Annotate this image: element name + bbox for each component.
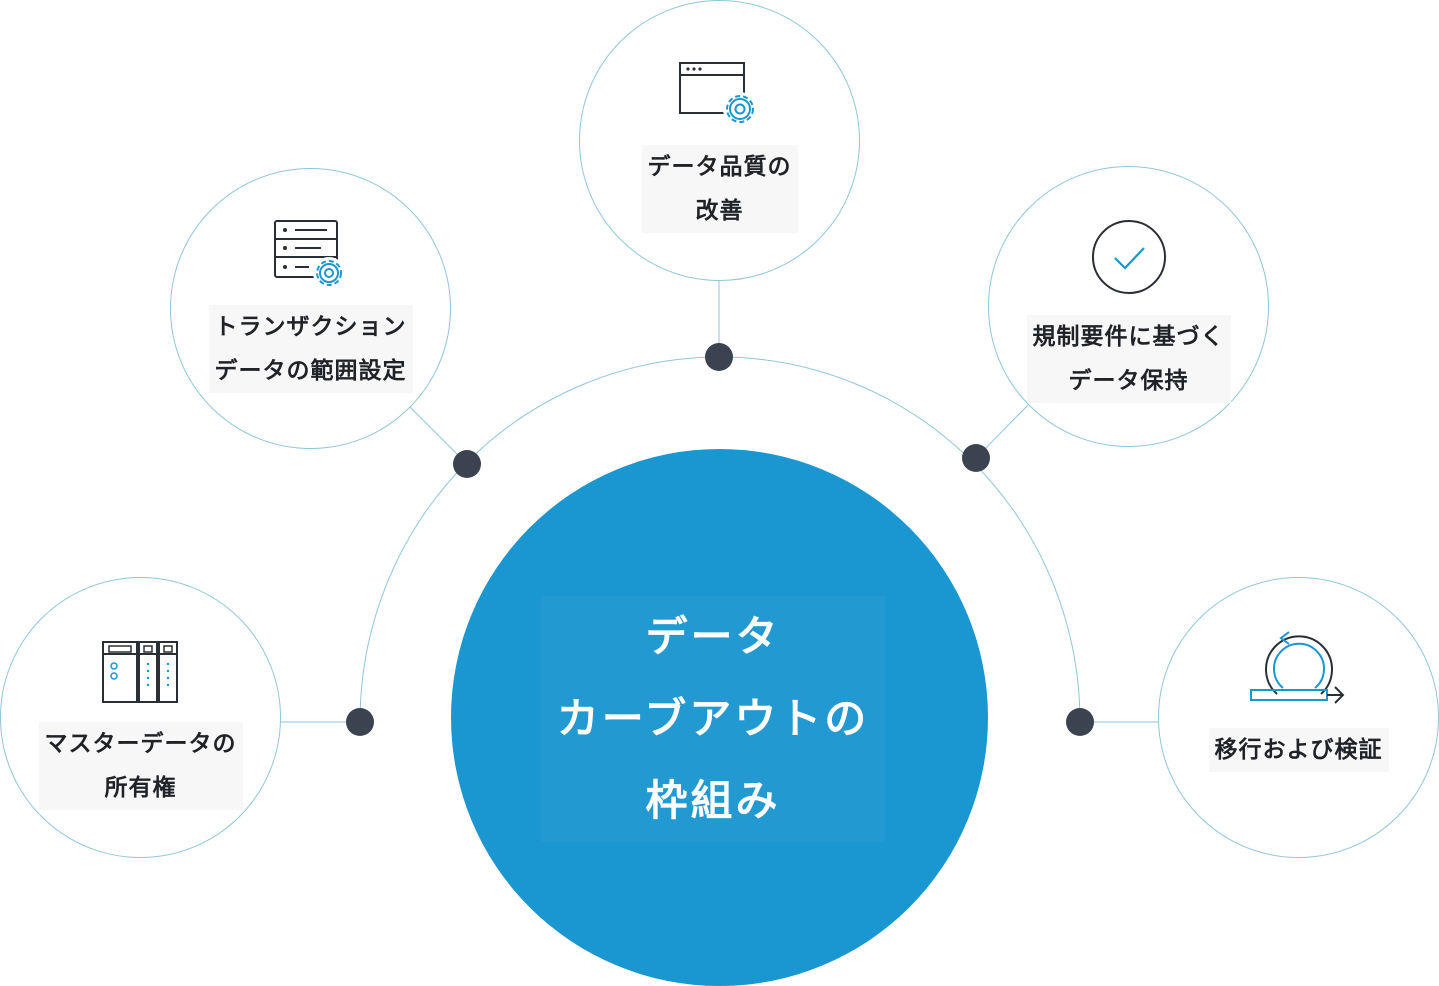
node-label: 規制要件に基づく データ保持 (1026, 315, 1231, 403)
center-title: データ カーブアウトの 枠組み (541, 596, 885, 842)
node-migration-validation: 移行および検証 (1158, 577, 1439, 858)
connector-dot (1066, 708, 1094, 736)
center-title-line: 枠組み (645, 776, 781, 825)
connector-dot (705, 343, 733, 371)
node-label-line: 移行および検証 (1214, 737, 1383, 763)
node-transaction-scope: トランザクション データの範囲設定 (170, 168, 451, 449)
node-label: データ品質の 改善 (641, 145, 798, 233)
node-master-data: マスターデータの 所有権 (0, 577, 281, 858)
node-label-line: 所有権 (104, 775, 177, 801)
connector-dot (346, 708, 374, 736)
node-label-line: 改善 (695, 198, 744, 224)
browser-gear-icon (678, 59, 762, 135)
center-circle (451, 449, 988, 986)
connector-dot (453, 450, 481, 478)
node-regulatory-retention: 規制要件に基づく データ保持 (988, 166, 1269, 447)
check-circle-icon (1089, 217, 1169, 301)
node-label-line: 規制要件に基づく (1032, 324, 1225, 350)
cycle-arrow-icon (1249, 622, 1349, 712)
connector-dot (962, 444, 990, 472)
node-label-line: データ保持 (1068, 368, 1189, 394)
node-data-quality: データ品質の 改善 (579, 0, 860, 281)
node-label-line: マスターデータの (44, 731, 237, 757)
node-label: マスターデータの 所有権 (38, 722, 243, 810)
node-label-line: データ品質の (647, 154, 792, 180)
node-label-line: データの範囲設定 (214, 358, 407, 384)
center-title-line: カーブアウトの (556, 694, 870, 743)
node-label: 移行および検証 (1208, 728, 1389, 772)
node-label-line: トランザクション (214, 314, 407, 340)
database-gear-icon (271, 217, 351, 301)
node-label: トランザクション データの範囲設定 (208, 305, 413, 393)
server-rack-icon (101, 640, 181, 710)
center-title-line: データ (645, 612, 781, 661)
